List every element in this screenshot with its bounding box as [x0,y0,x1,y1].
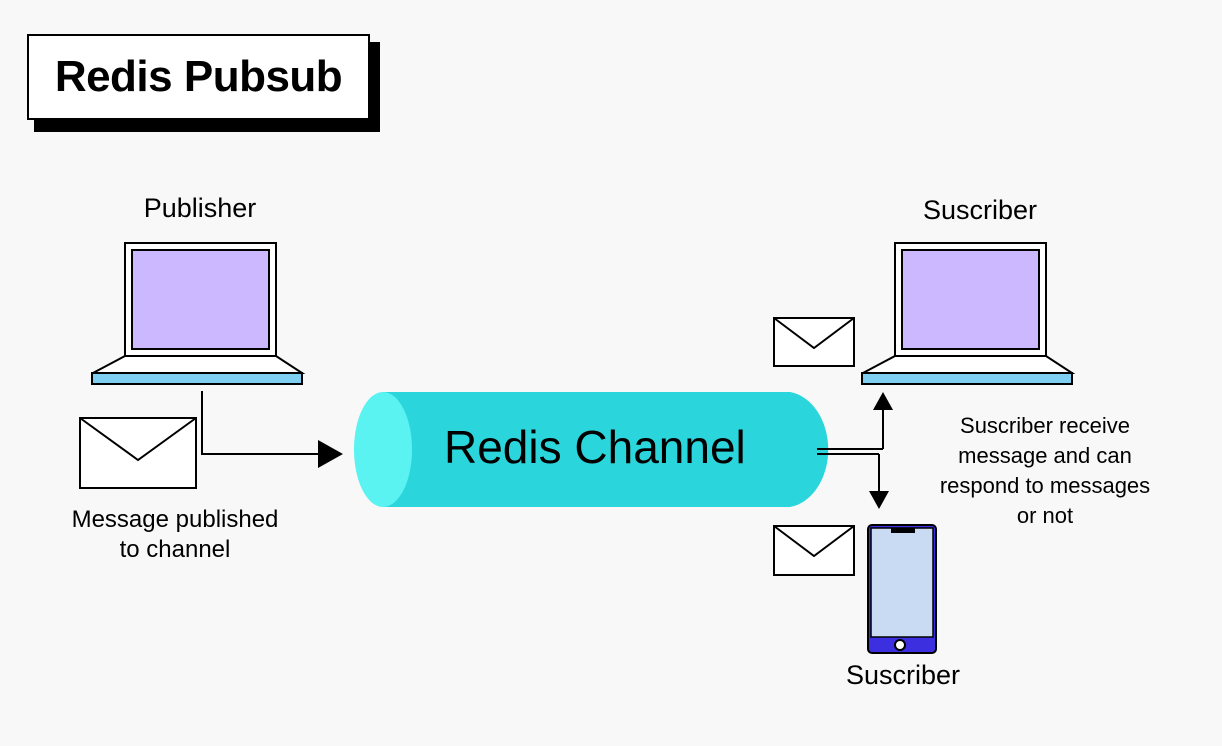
subscriber-laptop-label: Suscriber [922,195,1038,225]
subscriber-note-line: or not [1016,503,1074,528]
channel-to-subscribers-connector [817,392,893,509]
subscriber-phone-envelope-icon [773,525,855,576]
diagram-title-text: Redis Pubsub [54,52,343,101]
publisher-message-caption-line2: to channel [119,536,231,563]
subscriber-note-line: Suscriber receive [960,413,1130,438]
diagram-title: Redis Pubsub [27,34,370,120]
redis-channel-label: Redis Channel [444,421,746,473]
publisher-message-caption: Message published to channel [40,505,310,565]
subscriber-phone-icon [867,524,937,654]
publish-arrow [201,391,343,468]
publisher-message-caption-line1: Message published [71,506,279,533]
subscriber-note-line: message and can [958,443,1132,468]
publisher-label: Publisher [143,193,257,223]
subscriber-note: Suscriber receive message and can respon… [915,411,1175,531]
subscriber-note-line: respond to messages [939,473,1151,498]
publisher-envelope-icon [79,417,197,489]
publisher-laptop-icon [91,242,306,385]
subscriber-phone-label: Suscriber [845,660,961,690]
subscriber-laptop-icon [861,242,1076,385]
redis-channel-cylinder [354,392,829,507]
subscriber-laptop-envelope-icon [773,317,855,367]
